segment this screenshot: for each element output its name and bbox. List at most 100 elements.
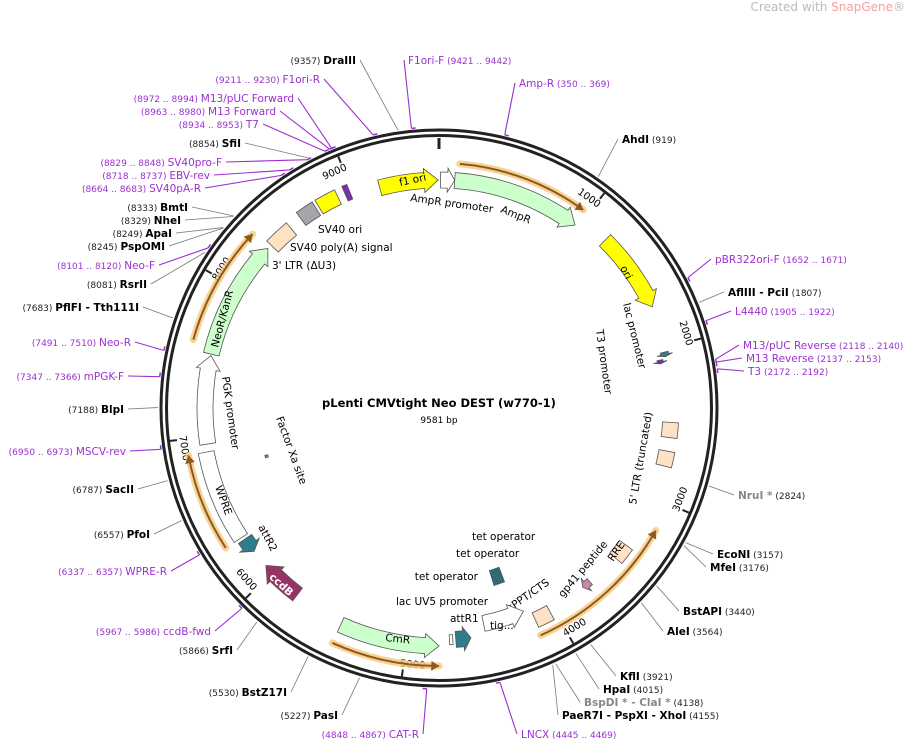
restriction-site[interactable]: AleI (3564) xyxy=(641,602,723,638)
primer-site[interactable]: (6337 .. 6357) WPRE-R xyxy=(58,550,201,578)
feature-gp41-peptide[interactable] xyxy=(580,577,594,592)
restriction-site[interactable]: PaeR7I - PspXI - XhoI (4155) xyxy=(552,664,719,722)
feature-ampr[interactable] xyxy=(453,172,576,228)
feature-tig[interactable] xyxy=(481,604,524,632)
primer-site[interactable]: M13/pUC Reverse (2118 .. 2140) xyxy=(714,340,904,364)
restriction-site[interactable]: BstAPI (3440) xyxy=(656,585,755,618)
restriction-site[interactable]: (6557) PfoI xyxy=(94,520,182,541)
site-position: (5227) xyxy=(281,712,314,722)
restriction-site[interactable]: BspDI * - ClaI * (4138) xyxy=(555,663,704,709)
feature-attr1[interactable] xyxy=(454,625,472,653)
restriction-site[interactable]: AhdI (919) xyxy=(597,134,676,177)
site-label: (8854) SfiI xyxy=(189,138,241,150)
site-label: KflI (3921) xyxy=(620,671,673,683)
feature-cppt-cts[interactable] xyxy=(531,605,555,628)
feature-ampr-promoter[interactable] xyxy=(440,166,456,194)
restriction-site[interactable]: AflIII - PciI (1807) xyxy=(699,287,822,303)
feature-f1-ori[interactable] xyxy=(377,167,439,197)
restriction-site[interactable]: HpaI (4015) xyxy=(575,653,663,696)
primer-site[interactable]: (8963 .. 8980) M13 Forward xyxy=(141,106,334,150)
site-position: (7683) xyxy=(22,304,55,314)
site-position: (5530) xyxy=(209,689,242,699)
site-leader xyxy=(699,291,725,303)
feature-rre[interactable] xyxy=(609,539,634,565)
primer-site[interactable]: M13 Reverse (2137 .. 2153) xyxy=(715,353,881,367)
primer-site[interactable]: (8718 .. 8737) EBV-rev xyxy=(102,167,294,182)
orf-line xyxy=(540,530,657,637)
restriction-site[interactable]: (8333) BmtI xyxy=(127,202,234,217)
primer-site[interactable]: (8101 .. 8120) Neo-F xyxy=(57,244,212,272)
primer-site[interactable]: (8972 .. 8994) M13/pUC Forward xyxy=(134,93,336,150)
feature-5-ltr-truncated[interactable] xyxy=(660,421,679,440)
restriction-site[interactable]: (8329) NheI xyxy=(121,215,234,227)
primer-site[interactable]: (8664 .. 8683) SV40pA-R xyxy=(82,172,286,195)
tet-operator-stripe[interactable] xyxy=(493,568,501,585)
primer-site[interactable]: (7491 .. 7510) Neo-R xyxy=(32,337,166,352)
site-label: AhdI (919) xyxy=(622,134,676,146)
feature-wpre[interactable] xyxy=(197,450,249,543)
site-label: (8333) BmtI xyxy=(127,202,188,214)
restriction-site[interactable]: (7683) PflFI - Tth111I xyxy=(22,302,173,319)
tet-operator-stripe[interactable] xyxy=(488,569,496,587)
feature-attr2[interactable] xyxy=(237,533,261,553)
primer-site[interactable]: pBR322ori-F (1652 .. 1671) xyxy=(687,254,847,282)
restriction-site[interactable]: (8249) ApaI xyxy=(113,227,224,240)
site-label: LNCX (4445 .. 4469) xyxy=(521,729,616,741)
site-label: (5866) SrfI xyxy=(179,645,233,657)
primer-site[interactable]: (8934 .. 8953) T7 xyxy=(179,119,329,152)
primer-site[interactable]: LNCX (4445 .. 4469) xyxy=(495,681,617,741)
primer-site[interactable]: F1ori-F (9421 .. 9442) xyxy=(403,55,511,130)
feature-sv40-ori[interactable] xyxy=(314,189,342,215)
restriction-site[interactable]: (5227) PasI xyxy=(281,677,361,722)
tet-operator-stripe[interactable] xyxy=(496,567,504,584)
site-leader xyxy=(262,123,326,152)
feature-5-ltr-truncated-part[interactable] xyxy=(655,449,676,469)
site-leader xyxy=(499,682,518,735)
feature-pgk-promoter[interactable] xyxy=(195,355,221,446)
restriction-site[interactable]: (5530) BstZ17I xyxy=(209,656,309,699)
restriction-site[interactable]: EcoNI (3157) xyxy=(685,542,783,561)
restriction-site[interactable]: MfeI (3176) xyxy=(683,545,769,574)
tet-operator-stripe[interactable] xyxy=(497,566,506,583)
primer-site[interactable]: (6950 .. 6973) MSCV-rev xyxy=(9,444,162,458)
restriction-site[interactable]: (5866) SrfI xyxy=(179,621,258,657)
tet-operator-stripe[interactable] xyxy=(490,569,497,586)
restriction-site[interactable]: (7188) BlpI xyxy=(68,404,159,416)
site-leader xyxy=(137,480,168,490)
feature-ori[interactable] xyxy=(598,234,657,308)
feature-3-ltr-u3[interactable] xyxy=(266,222,298,253)
feature-lac-promoter[interactable] xyxy=(656,350,673,358)
feature-cmr[interactable] xyxy=(336,616,440,659)
feature-ccdb[interactable] xyxy=(265,565,303,602)
restriction-site[interactable]: (8081) RsrII xyxy=(87,251,206,291)
feature-label-tet-operator: tet operator xyxy=(456,548,520,560)
restriction-site[interactable]: (6787) SacII xyxy=(73,480,168,496)
site-leader xyxy=(184,216,234,221)
feature-factor-xa-site[interactable] xyxy=(264,454,269,459)
primer-site[interactable]: (9211 .. 9230) F1ori-R xyxy=(215,74,378,136)
site-name: SV40pA-R xyxy=(149,183,201,195)
primer-site[interactable]: (8829 .. 8848) SV40pro-F xyxy=(100,157,312,169)
primer-hook xyxy=(163,346,166,351)
orf-arrowhead xyxy=(647,530,657,540)
feature-label-3-ltr-u3: 3' LTR (ΔU3) xyxy=(272,260,336,272)
restriction-site[interactable]: KflI (3921) xyxy=(590,644,673,683)
feature-lac-uv5-promoter[interactable] xyxy=(448,634,454,646)
feature-neor-kanr[interactable] xyxy=(203,247,269,357)
restriction-site[interactable]: (8854) SfiI xyxy=(189,138,311,159)
feature-sv40-poly-a-signal[interactable] xyxy=(295,201,322,226)
tet-operator-stripe[interactable] xyxy=(494,567,502,584)
feature-t3-promoter[interactable] xyxy=(653,359,668,365)
restriction-site[interactable]: (8245) PspOMI xyxy=(88,227,224,253)
restriction-site[interactable]: (9357) DraIII xyxy=(291,55,399,131)
primer-site[interactable]: (7347 .. 7366) mPGK-F xyxy=(17,371,161,383)
tet-operator-stripe[interactable] xyxy=(491,568,499,585)
primer-site[interactable]: L4440 (1905 .. 1922) xyxy=(705,306,835,325)
primer-site[interactable]: Amp-R (350 .. 369) xyxy=(504,78,610,137)
site-position: (8934 .. 8953) xyxy=(179,121,246,131)
restriction-site[interactable]: NruI * (2824) xyxy=(708,485,805,502)
primer-site[interactable]: (4848 .. 4867) CAT-R xyxy=(322,687,428,741)
site-leader xyxy=(716,357,743,363)
primer-site[interactable]: T3 (2172 .. 2192) xyxy=(716,366,828,378)
primer-site[interactable]: (5967 .. 5986) ccdB-fwd xyxy=(96,604,243,638)
